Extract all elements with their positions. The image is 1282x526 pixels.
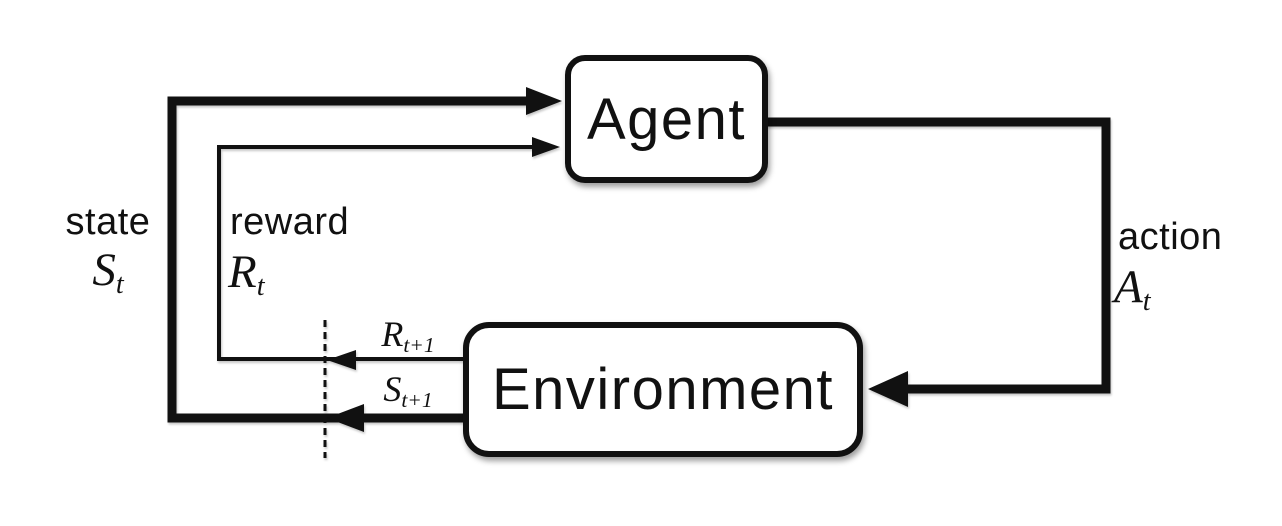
next-reward-symbol-base: R (381, 314, 404, 354)
environment-box-label: Environment (491, 357, 835, 422)
next-state-arrowhead-icon (327, 404, 364, 432)
next-state-symbol-subscript: t+1 (401, 388, 433, 413)
next-state-symbol: St+1 (348, 371, 468, 412)
reward-symbol: Rt (228, 249, 265, 301)
environment-box: Environment (463, 322, 863, 457)
action-symbol-base: A (1114, 261, 1143, 313)
next-reward-symbol: Rt+1 (348, 316, 468, 357)
state-arrow-path (167, 96, 540, 423)
next-state-symbol-base: S (383, 369, 402, 409)
next-reward-arrowhead-icon (327, 350, 356, 370)
action-arrowhead-into-environment-icon (868, 371, 908, 407)
action-symbol: At (1114, 264, 1151, 316)
next-reward-symbol-subscript: t+1 (403, 333, 435, 358)
reward-arrowhead-into-agent-icon (532, 137, 560, 157)
state-symbol: St (43, 247, 173, 299)
agent-box-label: Agent (586, 86, 747, 152)
agent-box: Agent (565, 55, 768, 183)
reward-word-label: reward (230, 201, 350, 243)
action-arrow-path (766, 117, 1111, 394)
state-symbol-base: S (92, 244, 116, 296)
action-symbol-subscript: t (1142, 285, 1151, 317)
action-word-label: action (1118, 216, 1223, 258)
state-symbol-subscript: t (115, 268, 124, 300)
reward-symbol-subscript: t (256, 270, 265, 302)
state-arrowhead-into-agent-icon (526, 87, 562, 115)
state-word-label: state (65, 201, 151, 243)
reward-symbol-base: R (228, 246, 257, 298)
